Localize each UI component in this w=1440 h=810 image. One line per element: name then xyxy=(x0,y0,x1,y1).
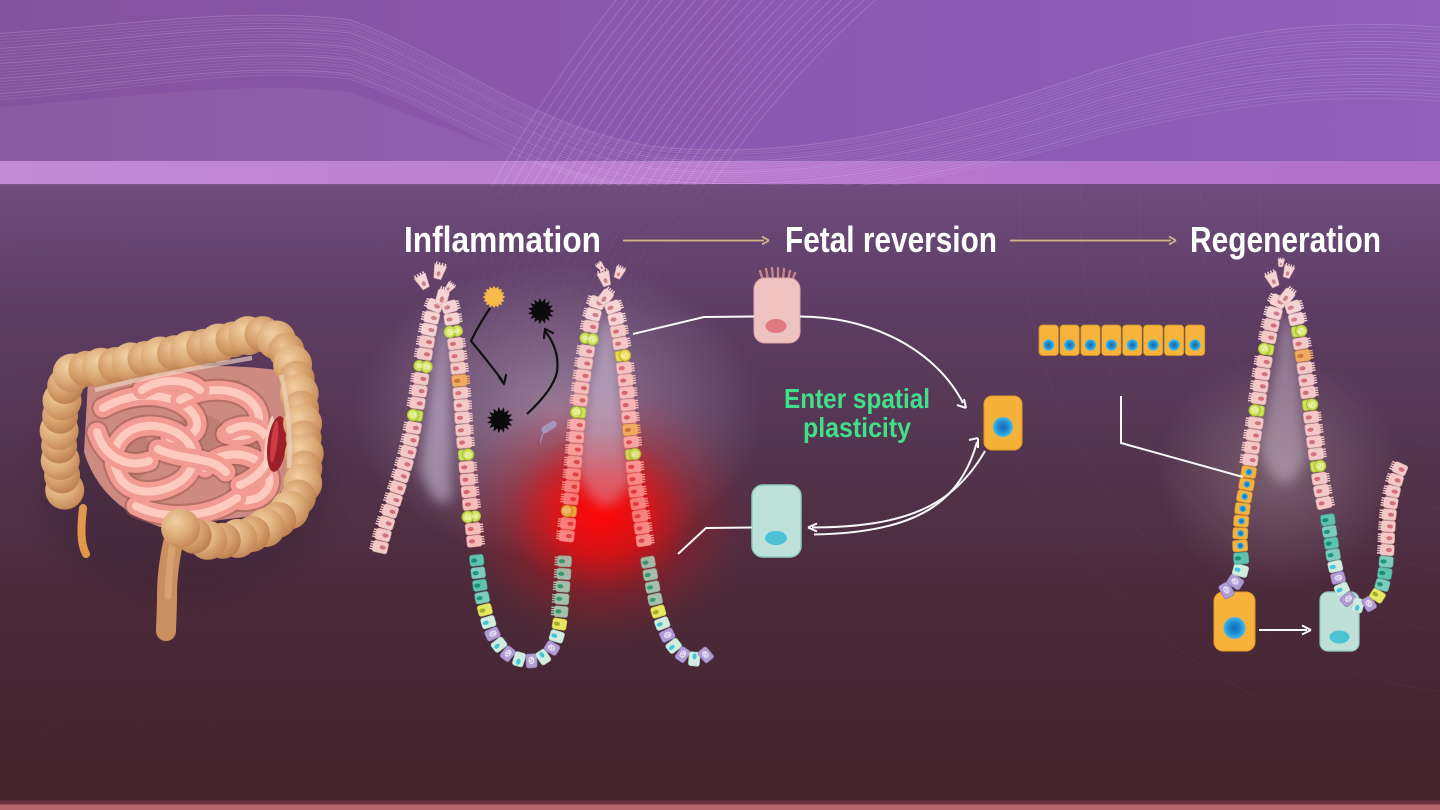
svg-text:plasticity: plasticity xyxy=(803,412,911,443)
svg-text:Fetal reversion: Fetal reversion xyxy=(785,219,997,260)
svg-text:Regeneration: Regeneration xyxy=(1190,219,1381,260)
svg-text:Inflammation: Inflammation xyxy=(404,219,601,260)
svg-text:Enter spatial: Enter spatial xyxy=(784,383,930,414)
